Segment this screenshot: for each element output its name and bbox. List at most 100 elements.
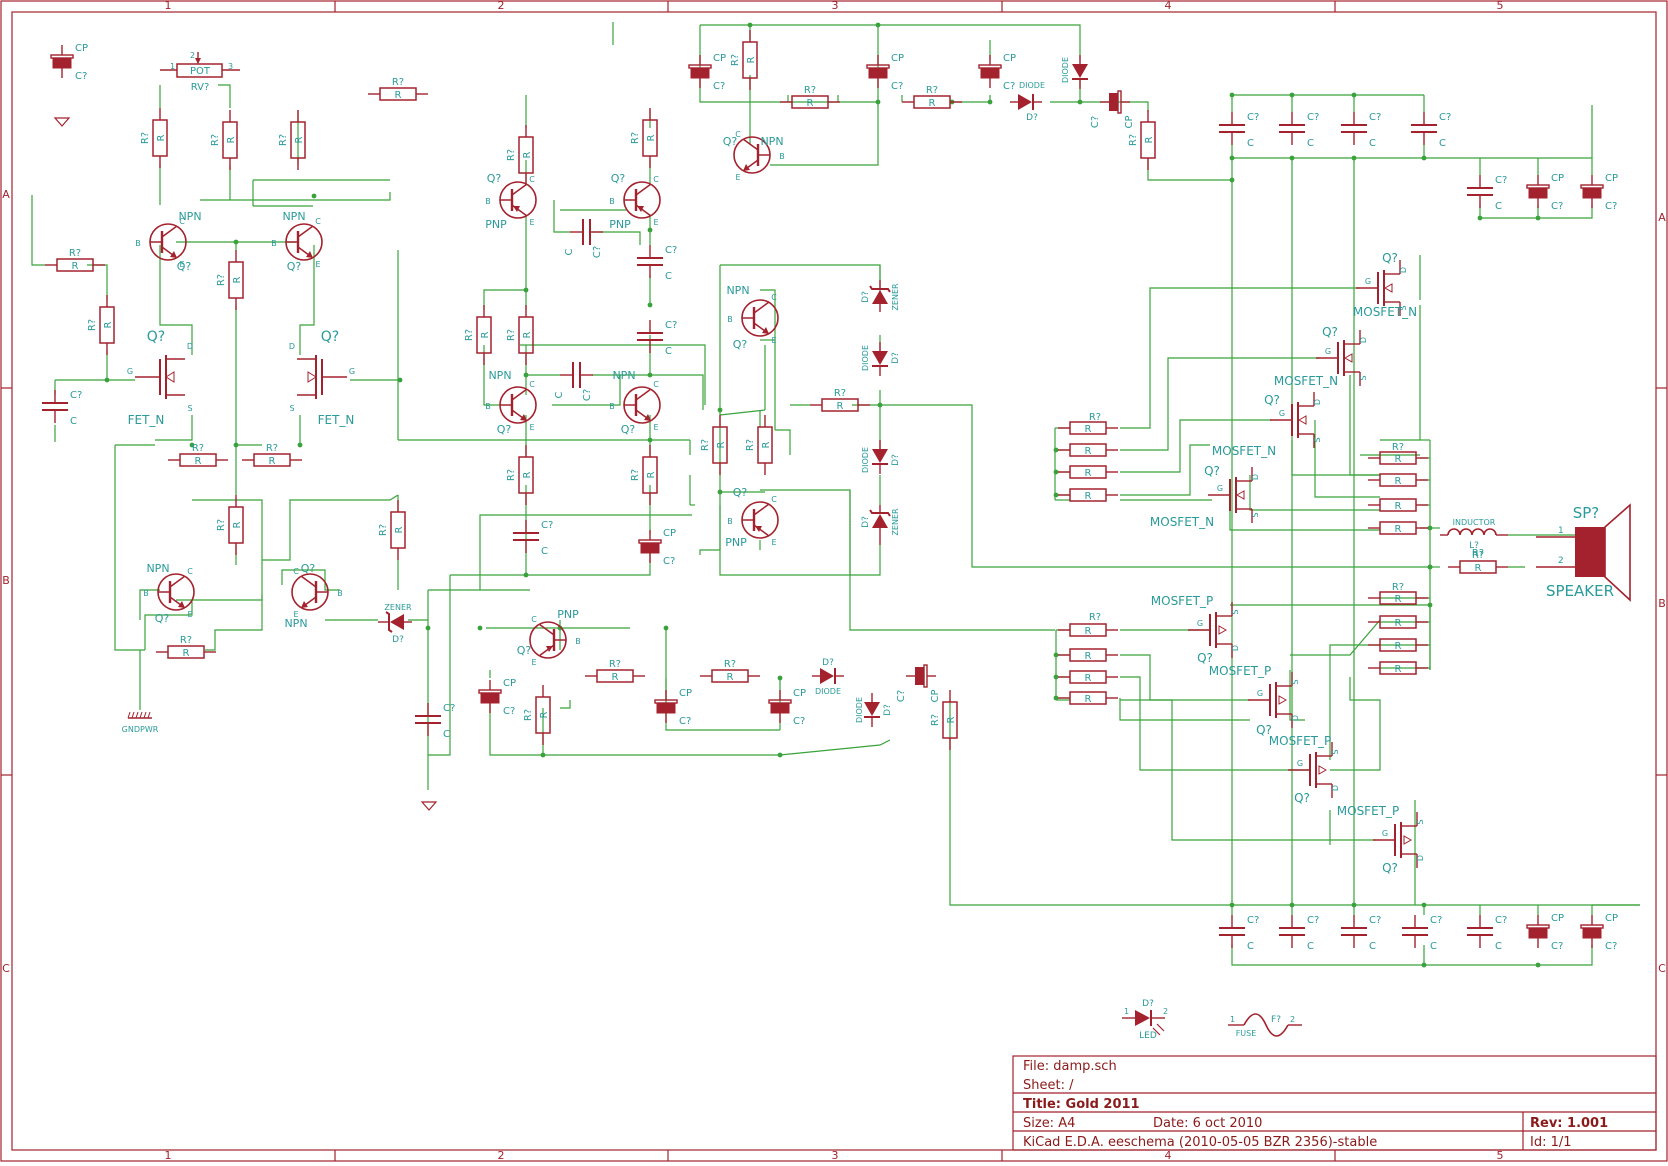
resistor[interactable]: R?R	[506, 445, 534, 505]
resistor[interactable]: R	[1058, 623, 1118, 637]
polarized-capacitor[interactable]: CPC?	[978, 53, 1016, 92]
gndpwr-symbol[interactable]: GNDPWR	[122, 711, 159, 734]
resistor[interactable]: R?R	[700, 415, 728, 475]
resistor[interactable]: R?R	[630, 445, 658, 505]
resistor[interactable]: R?R	[1128, 110, 1156, 170]
resistor[interactable]: R	[1368, 615, 1428, 629]
polarized-capacitor[interactable]: CPC?	[866, 53, 904, 92]
polarized-capacitor[interactable]: C?CP	[1090, 90, 1135, 129]
polarized-capacitor[interactable]: CPC?	[1526, 913, 1564, 952]
mosfet-n[interactable]: GDS	[1208, 467, 1260, 523]
resistor[interactable]: R	[1058, 691, 1118, 705]
capacitor[interactable]: C?C	[1219, 112, 1259, 149]
zener-diode[interactable]: D?ZENER	[861, 280, 900, 312]
resistor[interactable]: R?R	[745, 415, 773, 475]
resistor[interactable]: R	[1368, 451, 1428, 465]
resistor[interactable]: R?R	[523, 685, 551, 745]
resistor[interactable]: RR?	[368, 77, 428, 101]
resistor[interactable]: R	[1058, 670, 1118, 684]
mosfet-p[interactable]: GDS	[1373, 812, 1425, 868]
polarized-capacitor[interactable]: CPC?	[1580, 173, 1618, 212]
mosfet-p[interactable]: GDS	[1248, 672, 1300, 728]
mosfet-p[interactable]: GDS	[1188, 602, 1240, 658]
resistor[interactable]: R?R	[140, 108, 168, 168]
polarized-capacitor[interactable]: CPC?	[688, 53, 726, 92]
capacitor[interactable]: C?C	[415, 703, 455, 740]
mosfet-label[interactable]: MOSFET_PQ?	[1269, 734, 1331, 805]
resistor[interactable]: RR?	[242, 443, 302, 467]
resistor[interactable]: R	[1058, 421, 1118, 435]
resistor[interactable]: R	[1368, 473, 1428, 487]
capacitor[interactable]: C?C	[42, 390, 82, 427]
capacitor[interactable]: C?C	[637, 320, 677, 357]
capacitor[interactable]: C?C	[513, 520, 553, 557]
resistor[interactable]: RR?	[902, 85, 962, 109]
mosfet-label[interactable]: Q?MOSFET_N	[1150, 464, 1220, 529]
resistor[interactable]: R	[1368, 521, 1428, 535]
resistor[interactable]: RR?	[1448, 550, 1508, 574]
capacitor[interactable]: C?C	[1279, 915, 1319, 952]
capacitor[interactable]: C?C	[1279, 112, 1319, 149]
resistor[interactable]: R	[1368, 661, 1428, 675]
resistor[interactable]: R	[1368, 591, 1428, 605]
resistor-bank-labels[interactable]: R?	[1089, 412, 1101, 423]
mosfet-label[interactable]: Q?MOSFET_N	[1274, 325, 1338, 388]
resistor[interactable]: R	[1058, 443, 1118, 457]
resistor[interactable]: R?R	[216, 250, 244, 310]
polarized-capacitor[interactable]: CPC?	[768, 688, 806, 727]
resistor[interactable]: RR?	[45, 248, 105, 272]
polarized-capacitor[interactable]: C?CP	[896, 664, 941, 703]
capacitor[interactable]: C?C	[1467, 915, 1507, 952]
mosfet-n[interactable]: GDS	[1356, 260, 1408, 316]
capacitor[interactable]: C?C	[1402, 915, 1442, 952]
diode[interactable]: DIODE	[1061, 55, 1088, 89]
resistor[interactable]: R?R	[630, 108, 658, 168]
mosfet-p[interactable]: GDS	[1288, 742, 1340, 798]
resistor[interactable]: R?R	[278, 110, 306, 170]
mosfet-label[interactable]: Q?MOSFET_N	[1353, 251, 1417, 319]
resistor[interactable]: R	[1058, 488, 1118, 502]
resistor-bank-labels[interactable]: R?	[1392, 582, 1404, 593]
mosfet-label[interactable]: MOSFET_PQ?	[1209, 664, 1272, 737]
resistor[interactable]: R	[1058, 648, 1118, 662]
capacitor[interactable]: C?C	[637, 245, 677, 282]
resistor[interactable]: RR?	[700, 659, 760, 683]
polarized-capacitor[interactable]: CPC?	[478, 678, 516, 717]
resistor[interactable]: R?R	[730, 30, 758, 90]
polarized-capacitor[interactable]: CPC?	[638, 528, 676, 567]
resistor[interactable]: R	[1368, 498, 1428, 512]
mosfet-label[interactable]: MOSFET_PQ?	[1151, 594, 1213, 665]
resistor[interactable]: RR?	[156, 635, 216, 659]
capacitor[interactable]: C?C	[1341, 915, 1381, 952]
resistor[interactable]: R?R	[378, 500, 406, 560]
resistor-bank-labels[interactable]: R?	[1392, 442, 1404, 453]
resistor-bank-labels[interactable]: R?	[1089, 612, 1101, 623]
resistor[interactable]: R?R	[506, 305, 534, 365]
resistor[interactable]: RR?	[780, 85, 840, 109]
polarized-capacitor[interactable]: CPC?	[1526, 173, 1564, 212]
resistor[interactable]: R?R	[87, 295, 115, 355]
mosfet-n[interactable]: GDS	[1270, 392, 1322, 448]
capacitor[interactable]: C?C	[1467, 175, 1507, 212]
mosfet-label[interactable]: Q?MOSFET_N	[1212, 393, 1280, 458]
mosfet-label[interactable]: MOSFET_PQ?	[1337, 804, 1399, 875]
capacitor[interactable]: C?C	[1219, 915, 1259, 952]
mosfet-n[interactable]: GDS	[1316, 330, 1368, 386]
